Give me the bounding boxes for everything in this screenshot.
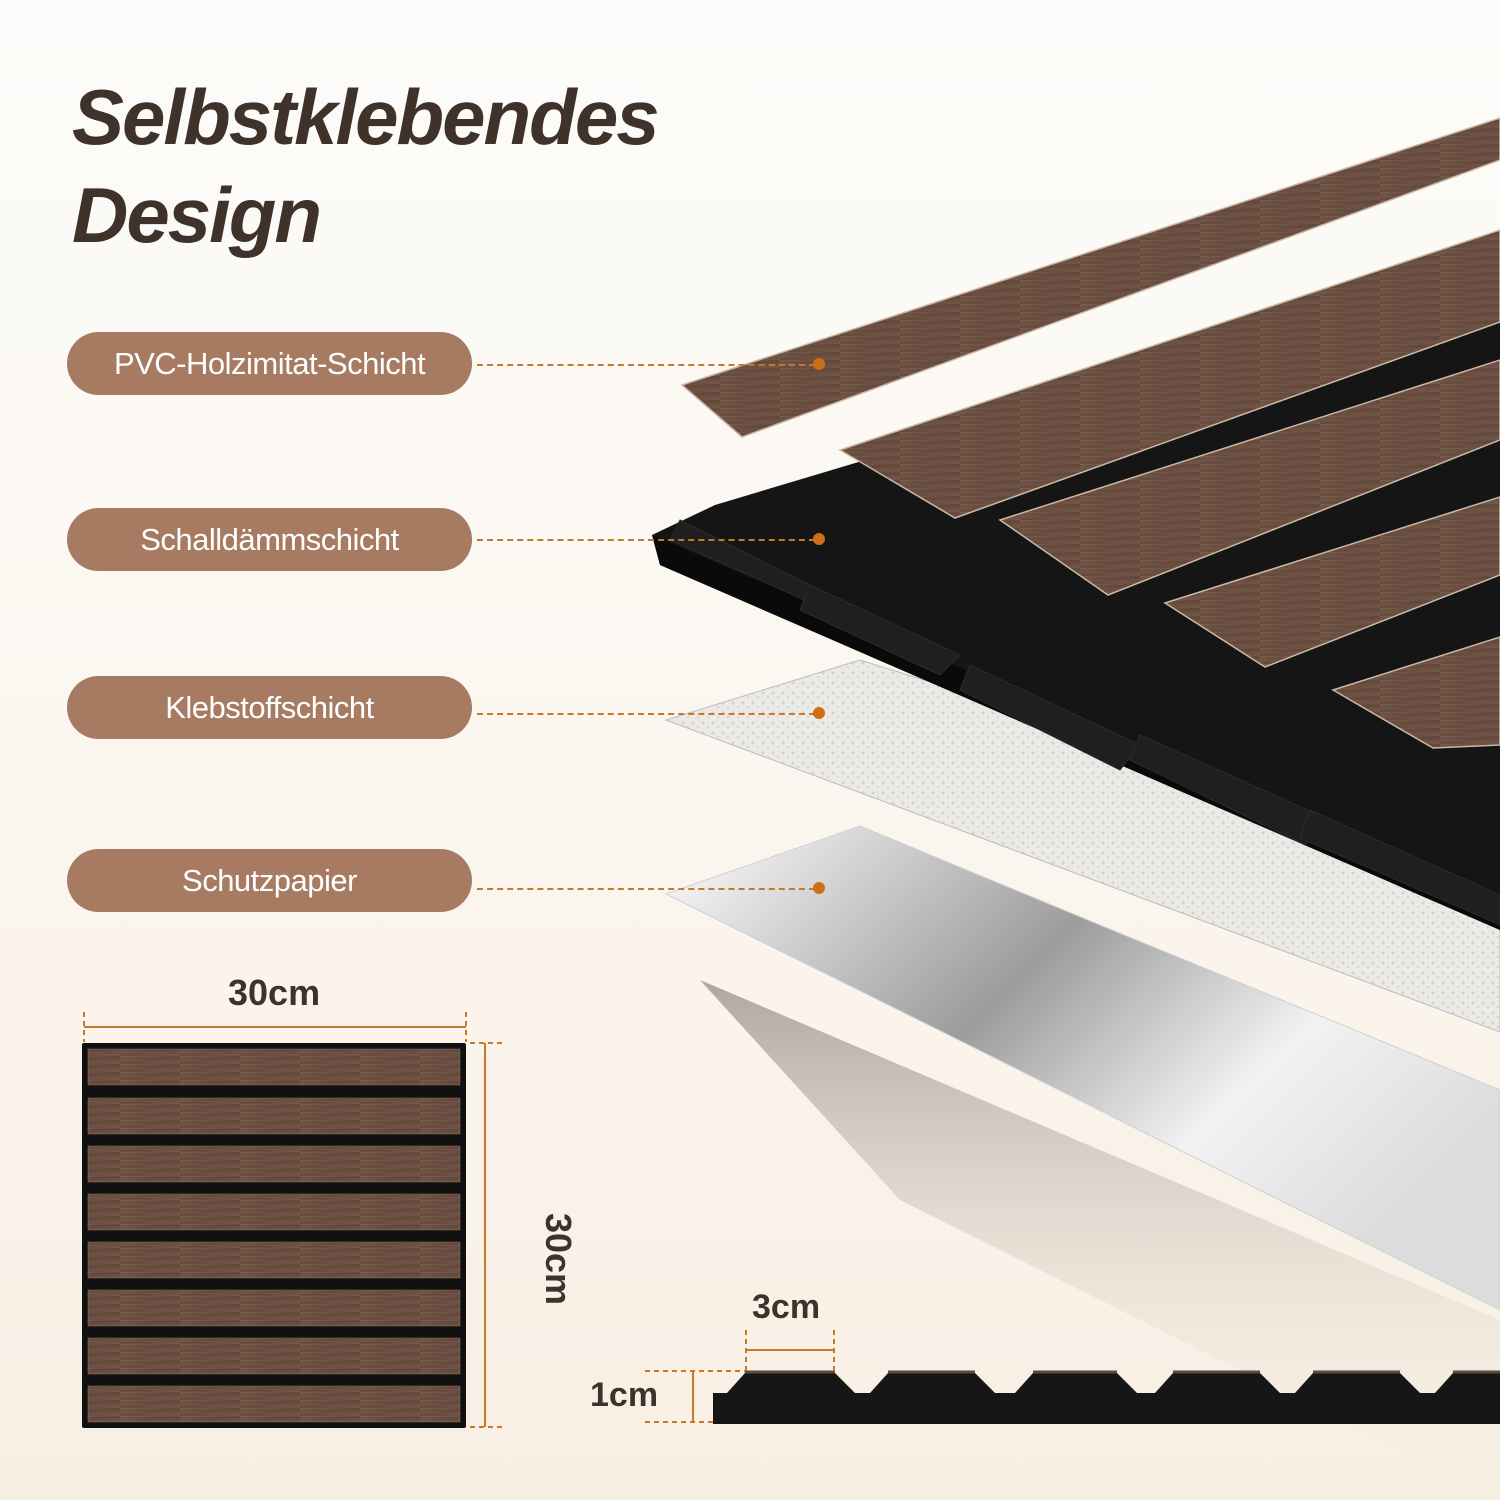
cross-section-profile bbox=[713, 1370, 1500, 1424]
panel-front-view bbox=[82, 1043, 466, 1428]
leader-dot-pvc bbox=[813, 358, 825, 370]
leader-dot-adhesive bbox=[813, 707, 825, 719]
leader-line-sound bbox=[477, 539, 815, 541]
protective-paper-layer bbox=[664, 825, 1500, 1311]
label-adhesive-layer: Klebstoffschicht bbox=[67, 676, 472, 739]
panel-width-label: 30cm bbox=[228, 972, 321, 1013]
label-pvc-wood-layer: PVC-Holzimitat-Schicht bbox=[67, 332, 472, 395]
slat-width-label: 3cm bbox=[752, 1288, 821, 1326]
title-line-1: Selbstklebendes bbox=[72, 73, 660, 161]
felt-ribs bbox=[669, 519, 1500, 926]
leader-dot-paper bbox=[813, 882, 825, 894]
thickness-label: 1cm bbox=[590, 1376, 659, 1414]
leader-line-paper bbox=[477, 888, 815, 890]
panel-height-label: 30cm bbox=[538, 1212, 580, 1306]
width-dimension bbox=[83, 1012, 467, 1042]
leader-line-pvc bbox=[477, 364, 815, 366]
leader-dot-sound bbox=[813, 533, 825, 545]
slat-width-dimension bbox=[745, 1330, 835, 1372]
title-line-2: Design bbox=[72, 171, 322, 259]
page-title: Selbstklebendes Design bbox=[72, 68, 660, 264]
label-sound-insulation-layer: Schalldämmschicht bbox=[67, 508, 472, 571]
label-protective-paper: Schutzpapier bbox=[67, 849, 472, 912]
wood-slats bbox=[680, 117, 1500, 749]
adhesive-layer bbox=[664, 659, 1500, 1033]
paper-shadow bbox=[700, 980, 1500, 1500]
height-dimension bbox=[470, 1042, 502, 1428]
thickness-dimension bbox=[645, 1370, 745, 1423]
leader-line-adhesive bbox=[477, 713, 815, 715]
